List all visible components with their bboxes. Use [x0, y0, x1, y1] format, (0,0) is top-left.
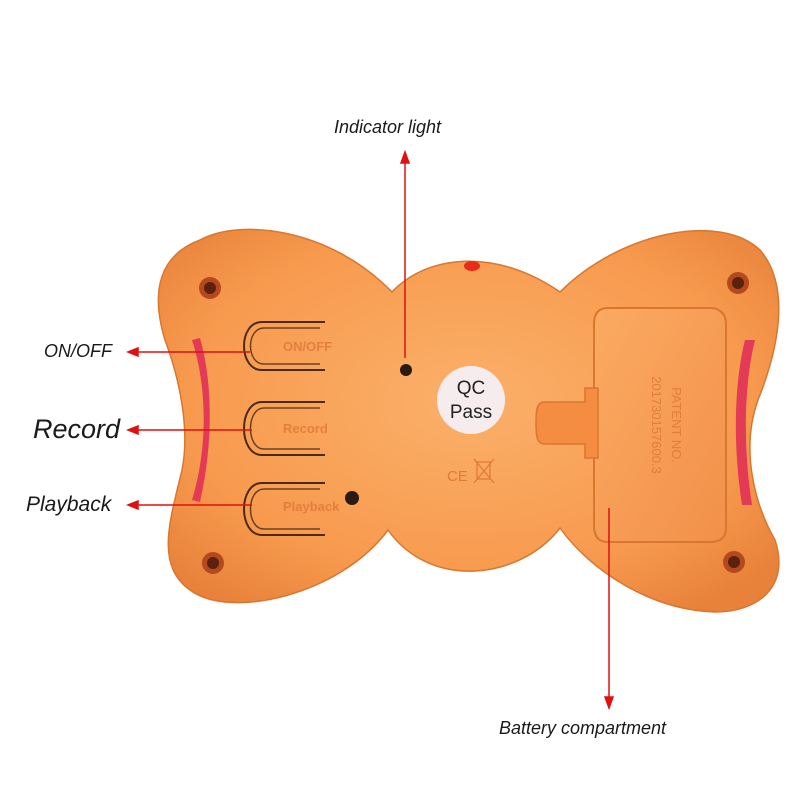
screw-icon	[202, 552, 224, 574]
indicator-led	[464, 261, 480, 271]
qc-pass-sticker	[437, 366, 505, 434]
indicator-light-label: Indicator light	[334, 117, 442, 137]
qc-sticker-line1: QC	[457, 378, 486, 399]
ce-mark-icon: CE	[447, 468, 468, 485]
battery-compartment-label: Battery compartment	[499, 718, 667, 738]
on-off-button-groove[interactable]	[243, 321, 325, 371]
record-button-groove[interactable]	[243, 401, 325, 456]
playback-label: Playback	[26, 493, 112, 516]
record-label: Record	[33, 414, 121, 444]
screw-icon	[723, 551, 745, 573]
left-strap-slot	[192, 338, 210, 502]
on-off-label: ON/OFF	[44, 341, 112, 361]
patent-label: PATENT NO.	[669, 387, 684, 463]
weee-bin-icon	[473, 458, 495, 484]
device-label-playback: Playback	[283, 499, 340, 514]
qc-sticker-line2: Pass	[450, 402, 492, 423]
mic-hole	[345, 491, 359, 505]
device-label-record: Record	[283, 421, 328, 436]
right-strap-slot	[735, 340, 755, 505]
indicator-hole	[400, 364, 412, 376]
battery-lid-latch[interactable]	[535, 387, 599, 459]
device-label-on-off: ON/OFF	[283, 339, 332, 354]
screw-icon	[199, 277, 221, 299]
battery-compartment-lid[interactable]	[593, 307, 727, 543]
patent-number: 201730157600.3	[649, 376, 664, 474]
screw-icon	[727, 272, 749, 294]
playback-button-groove[interactable]	[243, 482, 325, 536]
